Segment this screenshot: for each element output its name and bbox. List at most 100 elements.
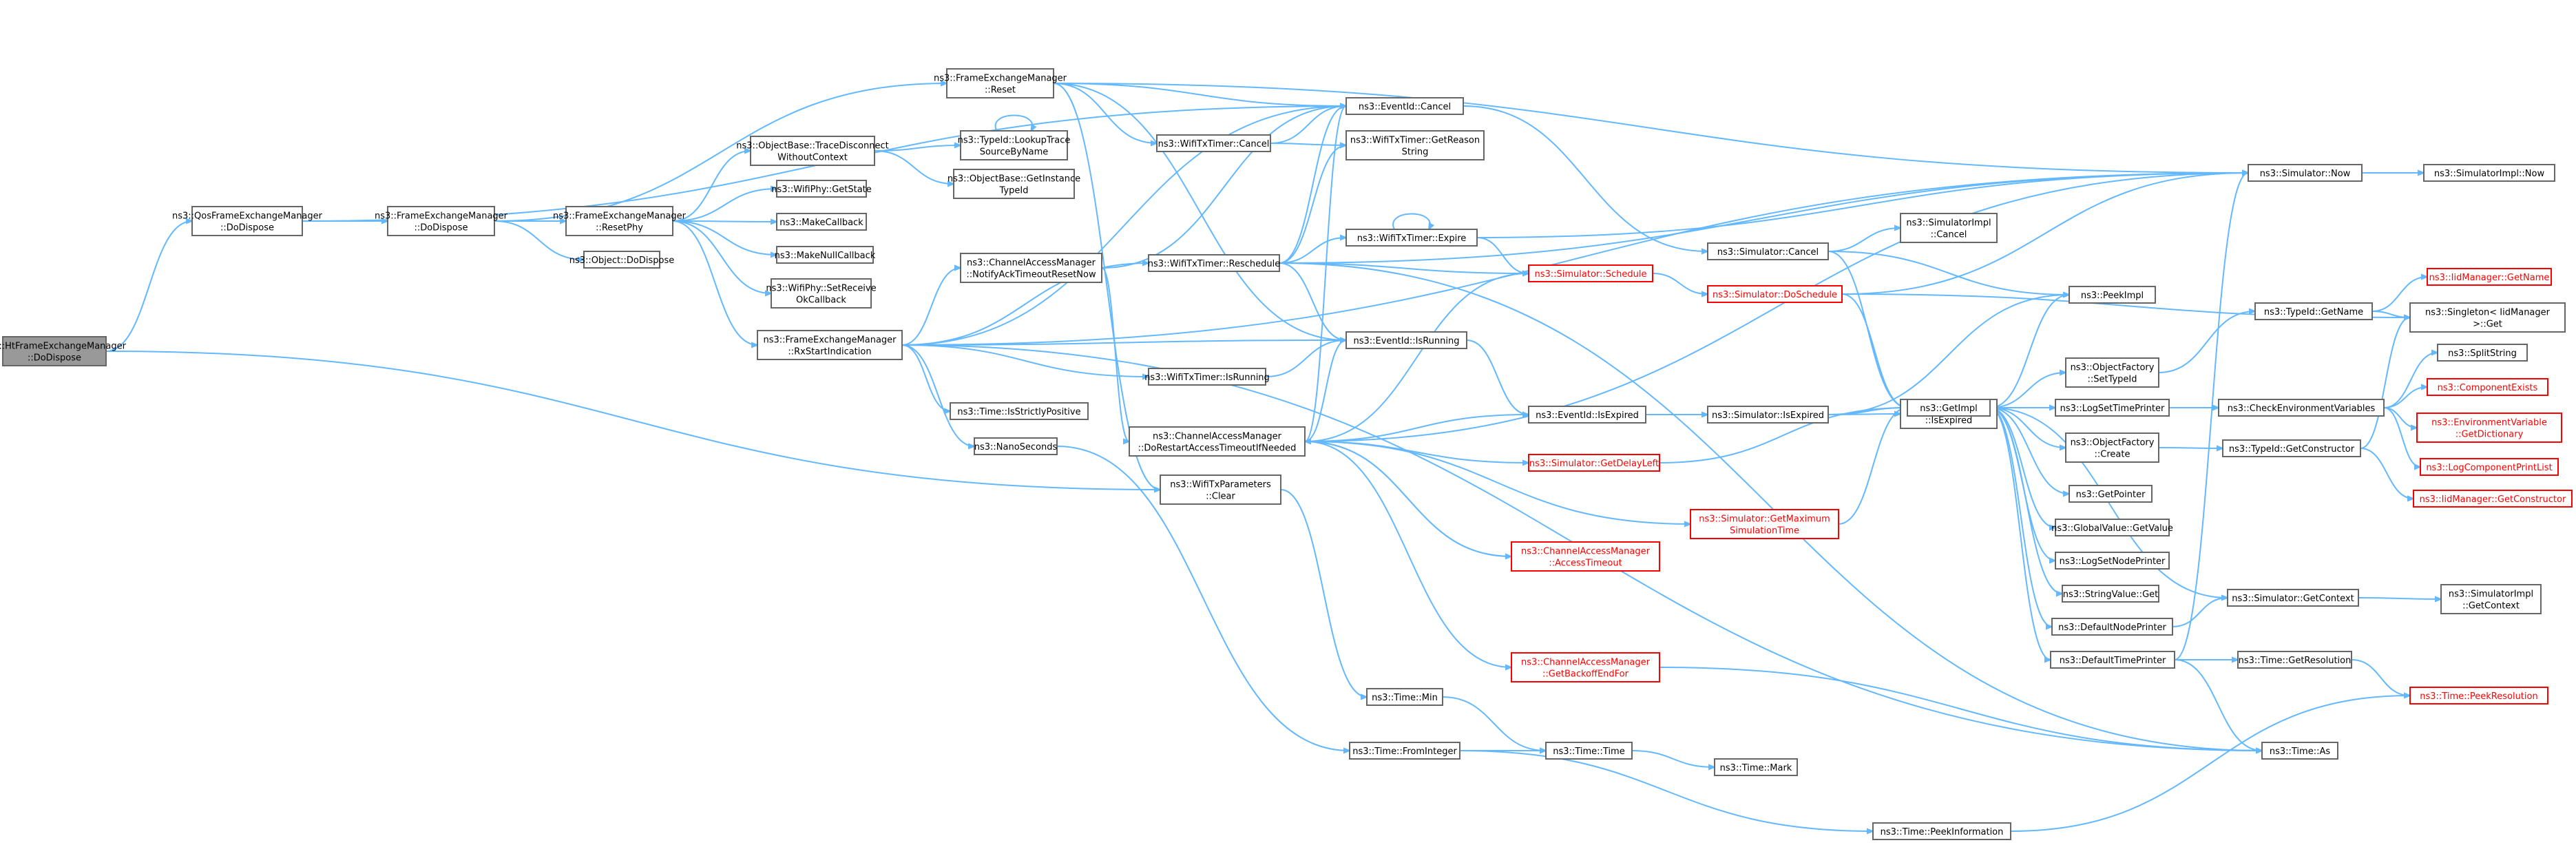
node-idm-getname[interactable]: ns3::IidManager::GetName: [2427, 268, 2552, 286]
edge-sim_dosched-to-sim_now: [1841, 173, 2248, 295]
edge-wtt_resched-to-sim_now: [1279, 173, 2248, 264]
edge-getimpl-to-gv_getval: [1989, 407, 2055, 528]
node-wtt-isrun[interactable]: ns3::WifiTxTimer::IsRunning: [1144, 368, 1270, 386]
node-sim-getctx[interactable]: ns3::Simulator::GetContext: [2227, 589, 2359, 607]
edge-sim_isexp-to-getimpl: [1828, 408, 1907, 415]
node-simimpl-cancel[interactable]: ns3::SimulatorImpl::Cancel: [1900, 213, 1998, 243]
node-sim-gdl[interactable]: ns3::Simulator::GetDelayLeft: [1528, 454, 1660, 472]
node-fem-rxsi[interactable]: ns3::FrameExchangeManager::RxStartIndica…: [757, 330, 903, 360]
node-t-min[interactable]: ns3::Time::Min: [1366, 688, 1443, 706]
node-t-getres[interactable]: ns3::Time::GetResolution: [2237, 651, 2352, 669]
node-t-time[interactable]: ns3::Time::Time: [1545, 742, 1633, 760]
node-logsnp[interactable]: ns3::LogSetNodePrinter: [2055, 552, 2170, 570]
node-fem-dd[interactable]: ns3::FrameExchangeManager::DoDispose: [375, 206, 508, 236]
node-label: ns3::Simulator::IsExpired: [1712, 410, 1824, 421]
node-obj-dd[interactable]: ns3::Object::DoDispose: [569, 251, 674, 269]
node-sim-sched[interactable]: ns3::Simulator::Schedule: [1528, 264, 1653, 282]
node-t-fromint[interactable]: ns3::Time::FromInteger: [1349, 742, 1460, 760]
node-cam-at[interactable]: ns3::ChannelAccessManager::AccessTimeout: [1511, 541, 1660, 572]
node-gv-getval[interactable]: ns3::GlobalValue::GetValue: [2051, 519, 2173, 536]
node-t-mark[interactable]: ns3::Time::Mark: [1714, 758, 1798, 776]
node-sim-dosched[interactable]: ns3::Simulator::DoSchedule: [1707, 285, 1843, 303]
node-box: [2423, 164, 2555, 182]
node-wtt-expire[interactable]: ns3::WifiTxTimer::Expire: [1345, 229, 1478, 247]
node-label: ns3::CheckEnvironmentVariables: [2228, 404, 2376, 414]
node-cam-gbefe[interactable]: ns3::ChannelAccessManager::GetBackoffEnd…: [1511, 652, 1660, 682]
node-logcpl[interactable]: ns3::LogComponentPrintList: [2420, 458, 2559, 476]
node-sim-cancel[interactable]: ns3::Simulator::Cancel: [1707, 242, 1829, 260]
node-cam-natrn[interactable]: ns3::ChannelAccessManager::NotifyAckTime…: [960, 253, 1102, 283]
node-getptr[interactable]: ns3::GetPointer: [2069, 485, 2153, 503]
node-fem-resetphy[interactable]: ns3::FrameExchangeManager::ResetPhy: [553, 206, 687, 236]
edge-tid_ltsbn-to-tid_ltsbn: [994, 114, 1033, 132]
node-of-settid[interactable]: ns3::ObjectFactory::SetTypeId: [2065, 357, 2159, 388]
node-tid-getctor[interactable]: ns3::TypeId::GetConstructor: [2222, 439, 2361, 457]
node-label: ns3::ObjectBase::TraceDisconnect: [736, 141, 889, 152]
edge-cam_dratin-to-sim_gdl: [1304, 441, 1529, 463]
node-label: ns3::ChannelAccessManager: [1521, 547, 1651, 557]
node-ev-isexp[interactable]: ns3::EventId::IsExpired: [1528, 406, 1646, 424]
node-label: ns3::EventId::Cancel: [1359, 102, 1451, 112]
edge-t_time-to-t_mark: [1631, 750, 1715, 767]
node-mkcb[interactable]: ns3::MakeCallback: [776, 213, 867, 231]
node-splitstr[interactable]: ns3::SplitString: [2437, 344, 2528, 362]
node-peekimpl[interactable]: ns3::PeekImpl: [2069, 286, 2156, 304]
edge-sim_dosched-to-getimpl: [1841, 293, 1907, 408]
node-wp-gs[interactable]: ns3::WifiPhy::GetState: [771, 180, 872, 198]
node-envvar[interactable]: ns3::EnvironmentVariable::GetDictionary: [2416, 413, 2562, 443]
node-ev-isrun[interactable]: ns3::EventId::IsRunning: [1345, 331, 1467, 349]
node-fem-reset[interactable]: ns3::FrameExchangeManager::Reset: [934, 68, 1067, 98]
node-label: ::RxStartIndication: [788, 347, 871, 357]
node-simimpl-getctx[interactable]: ns3::SimulatorImpl::GetContext: [2440, 584, 2542, 614]
edge-sim_isexp-to-peekimpl: [1828, 295, 2069, 415]
node-mknull[interactable]: ns3::MakeNullCallback: [775, 246, 876, 264]
node-qos[interactable]: ns3::QosFrameExchangeManager::DoDispose: [172, 206, 323, 236]
node-sim-isexp[interactable]: ns3::Simulator::IsExpired: [1707, 406, 1829, 424]
node-defnp[interactable]: ns3::DefaultNodePrinter: [2051, 618, 2173, 636]
node-of-create[interactable]: ns3::ObjectFactory::Create: [2065, 432, 2159, 463]
node-checkenv[interactable]: ns3::CheckEnvironmentVariables: [2218, 399, 2385, 417]
node-label: ::Reset: [985, 85, 1016, 96]
node-ev-cancel[interactable]: ns3::EventId::Cancel: [1345, 97, 1464, 115]
node-wtt-resched[interactable]: ns3::WifiTxTimer::Reschedule: [1148, 254, 1280, 272]
edge-cam_at-to-cam_dratin: [1305, 441, 1512, 557]
node-label: ns3::ChannelAccessManager: [967, 258, 1096, 269]
node-singleton[interactable]: ns3::Singleton< IidManager>::Get: [2409, 302, 2566, 333]
node-logstp[interactable]: ns3::LogSetTimePrinter: [2055, 399, 2170, 417]
node-t-isp[interactable]: ns3::Time::IsStrictlyPositive: [950, 402, 1089, 420]
node-t-peekres[interactable]: ns3::Time::PeekResolution: [2409, 687, 2548, 705]
node-box: [1160, 474, 1281, 505]
node-sv-get[interactable]: ns3::StringValue::Get: [2062, 585, 2159, 603]
node-deftp[interactable]: ns3::DefaultTimePrinter: [2050, 651, 2175, 669]
node-getimpl[interactable]: ns3::GetImpl: [1907, 399, 1991, 417]
edge-fem_resetphy-to-mkcb: [672, 221, 777, 222]
edge-tid_getctor-to-singleton: [2360, 317, 2410, 449]
node-wtp-clear[interactable]: ns3::WifiTxParameters::Clear: [1160, 474, 1281, 505]
node-idm-getctor[interactable]: ns3::IidManager::GetConstructor: [2413, 490, 2573, 508]
node-t-as[interactable]: ns3::Time::As: [2261, 742, 2338, 760]
node-box: [1690, 509, 1839, 539]
node-box: [1156, 134, 1271, 152]
node-box: [1872, 822, 2011, 840]
node-nanosec[interactable]: ns3::NanoSeconds: [974, 437, 1058, 455]
edge-cam_dratin-to-sim_gmst: [1304, 441, 1690, 524]
edge-fem_rxsi-to-cam_natrn: [901, 268, 961, 346]
node-sim-now[interactable]: ns3::Simulator::Now: [2248, 164, 2363, 182]
node-label: ns3::GetImpl: [1920, 404, 1978, 414]
node-root[interactable]: ns3::HtFrameExchangeManager::DoDispose: [0, 336, 127, 366]
node-label: ns3::StringValue::Get: [2063, 590, 2158, 600]
node-t-peekinfo[interactable]: ns3::Time::PeekInformation: [1872, 822, 2011, 840]
node-wtt-cancel[interactable]: ns3::WifiTxTimer::Cancel: [1156, 134, 1271, 152]
node-simimpl-now[interactable]: ns3::SimulatorImpl::Now: [2423, 164, 2555, 182]
edge-wtt_resched-to-wtt_expire: [1279, 238, 1346, 264]
node-ob-tdwc[interactable]: ns3::ObjectBase::TraceDisconnectWithoutC…: [736, 136, 889, 166]
node-cam-dratin[interactable]: ns3::ChannelAccessManager::DoRestartAcce…: [1129, 426, 1306, 457]
node-tid-getname[interactable]: ns3::TypeId::GetName: [2254, 302, 2373, 320]
node-compexists[interactable]: ns3::ComponentExists: [2427, 378, 2548, 396]
node-label: ::Clear: [1206, 492, 1235, 502]
